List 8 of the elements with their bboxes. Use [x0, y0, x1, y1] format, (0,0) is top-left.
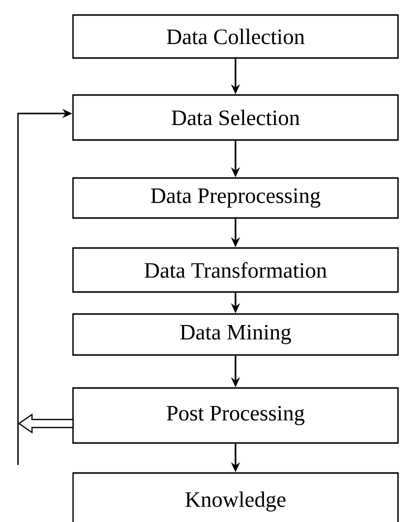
feedback-arrow	[17, 108, 74, 465]
process-box: Post Processing	[72, 387, 399, 444]
process-box: Data Selection	[72, 94, 399, 141]
process-box: Data Mining	[72, 313, 399, 356]
process-box: Data Collection	[72, 14, 399, 59]
process-box: Knowledge	[72, 472, 399, 522]
process-box: Data Preprocessing	[72, 177, 399, 219]
process-box: Data Transformation	[72, 247, 399, 293]
